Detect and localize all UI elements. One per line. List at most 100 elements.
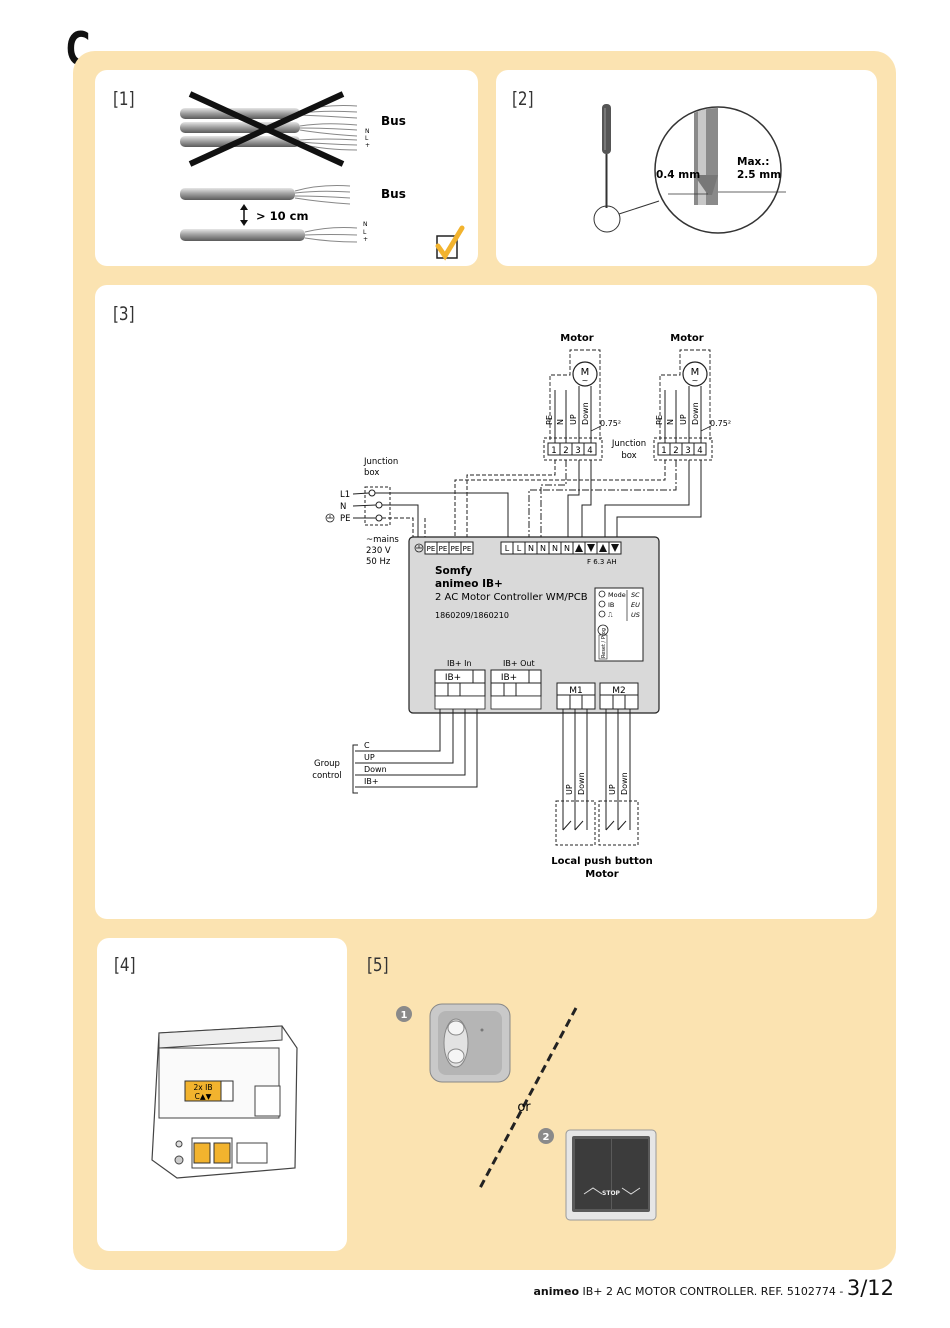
svg-text:IB+: IB+ xyxy=(445,673,461,683)
mains-info: 50 Hz xyxy=(366,557,391,567)
wire-letter: + xyxy=(365,142,370,149)
wire-label: N xyxy=(556,419,565,425)
svg-text:~: ~ xyxy=(692,376,699,385)
wiring-diagram: Motor Motor M ~ M ~ PE N UP Down xyxy=(312,333,731,880)
ib-module-label: 2x IB C▲▼ xyxy=(184,1080,234,1102)
svg-text:N: N xyxy=(564,544,570,553)
bus-label-bottom: Bus xyxy=(381,187,406,201)
cable xyxy=(180,108,300,119)
svg-text:PE: PE xyxy=(451,545,460,553)
control-options-illustration: 1 or 2 STOP xyxy=(396,1003,657,1221)
svg-text:N: N xyxy=(552,544,558,553)
panel-4: [4] 2x IB C▲▼ xyxy=(97,938,347,1251)
distance-label: > 10 cm xyxy=(256,209,308,223)
local-wire-label: Down xyxy=(577,772,586,795)
option-badge-1: 1 xyxy=(396,1006,412,1022)
device-brand: Somfy xyxy=(435,565,472,577)
mains-info: 230 V xyxy=(366,546,391,556)
ib-in-label: IB+ In xyxy=(447,659,472,668)
panel-5: [5] 1 or 2 S xyxy=(348,938,878,1251)
svg-text:2: 2 xyxy=(673,446,678,456)
mains-label: PE xyxy=(340,514,351,524)
svg-text:M: M xyxy=(691,367,700,378)
local-push-button xyxy=(555,800,596,846)
reset-label: Reset / Prog xyxy=(601,628,607,658)
wire-label: PE xyxy=(545,415,554,425)
tip-width-label: 0.4 mm xyxy=(656,169,700,181)
wire-label: Down xyxy=(691,402,700,425)
panel-3: [3] Motor Motor M ~ M ~ PE N xyxy=(95,285,877,919)
junction-box-label: Junction xyxy=(363,457,398,467)
local-wire-label: UP xyxy=(565,784,574,795)
svg-text:~: ~ xyxy=(582,376,589,385)
ib-out-label: IB+ Out xyxy=(503,659,535,668)
panel-3-label: [3] xyxy=(113,303,135,325)
group-line-label: IB+ xyxy=(364,777,379,786)
junction-box-2: 1 2 3 4 xyxy=(653,437,713,461)
svg-text:M1: M1 xyxy=(569,686,583,696)
device-name: animeo IB+ xyxy=(435,578,503,590)
wire-letter: N xyxy=(363,221,368,228)
footer-text: IB+ 2 AC MOTOR CONTROLLER. REF. 5102774 … xyxy=(579,1285,847,1298)
wire-label: Down xyxy=(581,402,590,425)
screwdriver-illustration: 0.4 mm Max.: 2.5 mm xyxy=(593,104,786,234)
max-value: 2.5 mm xyxy=(737,169,781,181)
wire-label: UP xyxy=(569,414,578,425)
svg-text:⎍: ⎍ xyxy=(608,611,613,619)
svg-text:1: 1 xyxy=(661,446,666,456)
panel-1-label: [1] xyxy=(113,88,135,110)
svg-text:PE: PE xyxy=(427,545,436,553)
svg-text:3: 3 xyxy=(685,446,690,456)
wall-switch-icon xyxy=(429,1003,511,1083)
svg-text:2x IB: 2x IB xyxy=(194,1083,213,1092)
svg-text:L: L xyxy=(505,544,510,553)
wire-letter: N xyxy=(365,128,370,135)
svg-text:EU: EU xyxy=(631,601,640,609)
local-wire-label: Down xyxy=(620,772,629,795)
checkmark-icon xyxy=(435,225,465,261)
local-wire-label: UP xyxy=(608,784,617,795)
group-line-label: UP xyxy=(364,753,375,762)
bus-cable xyxy=(180,188,295,200)
junction-box-label: Junction xyxy=(611,439,646,449)
svg-text:4: 4 xyxy=(587,446,592,456)
svg-text:N: N xyxy=(528,544,534,553)
mains-info: ~mains xyxy=(366,535,399,545)
m2-terminal: M2 xyxy=(599,682,639,710)
svg-text:US: US xyxy=(631,611,640,619)
earth-icon xyxy=(325,513,335,523)
local-push-button xyxy=(598,800,639,846)
svg-text:N: N xyxy=(540,544,546,553)
wire-letter: + xyxy=(363,236,368,243)
panel-1: [1] Bus N L + Bus > 10 cm xyxy=(95,70,478,266)
svg-text:PE: PE xyxy=(463,545,472,553)
earth-icon xyxy=(414,543,424,553)
group-control-label: Group xyxy=(314,759,340,769)
group-control-label: control xyxy=(312,771,341,781)
motor-title: Motor xyxy=(560,333,593,344)
svg-text:4: 4 xyxy=(697,446,702,456)
mains-label: L1 xyxy=(340,490,350,500)
motor-symbol: M ~ xyxy=(572,361,598,387)
local-push-label: Motor xyxy=(585,869,618,880)
svg-text:IB+: IB+ xyxy=(501,673,517,683)
option-badge-2: 2 xyxy=(538,1128,554,1144)
junction-box-1: 1 2 3 4 xyxy=(543,437,603,461)
svg-text:STOP: STOP xyxy=(602,1190,621,1197)
controller-device: PE PE PE PE L L N N N N F 6. xyxy=(408,536,660,714)
junction-box-label: box xyxy=(621,451,636,461)
svg-text:C▲▼: C▲▼ xyxy=(195,1092,212,1101)
wire-label: N xyxy=(666,419,675,425)
page-footer: animeo IB+ 2 AC MOTOR CONTROLLER. REF. 5… xyxy=(534,1276,895,1300)
controller-module-illustration: 2x IB C▲▼ xyxy=(151,1025,298,1179)
panel-2-label: [2] xyxy=(512,88,534,110)
panel-2: [2] 0.4 mm Max.: 2.5 mm xyxy=(496,70,877,266)
ib-in-terminal: IB+ xyxy=(434,669,486,697)
cross-section-label: 0.75² xyxy=(600,419,621,428)
svg-text:M: M xyxy=(581,367,590,378)
option-divider xyxy=(478,1007,578,1189)
wire-label: PE xyxy=(655,415,664,425)
or-label: or xyxy=(517,1100,531,1115)
double-push-button-icon: STOP xyxy=(565,1129,657,1221)
group-line-label: C xyxy=(364,741,370,750)
